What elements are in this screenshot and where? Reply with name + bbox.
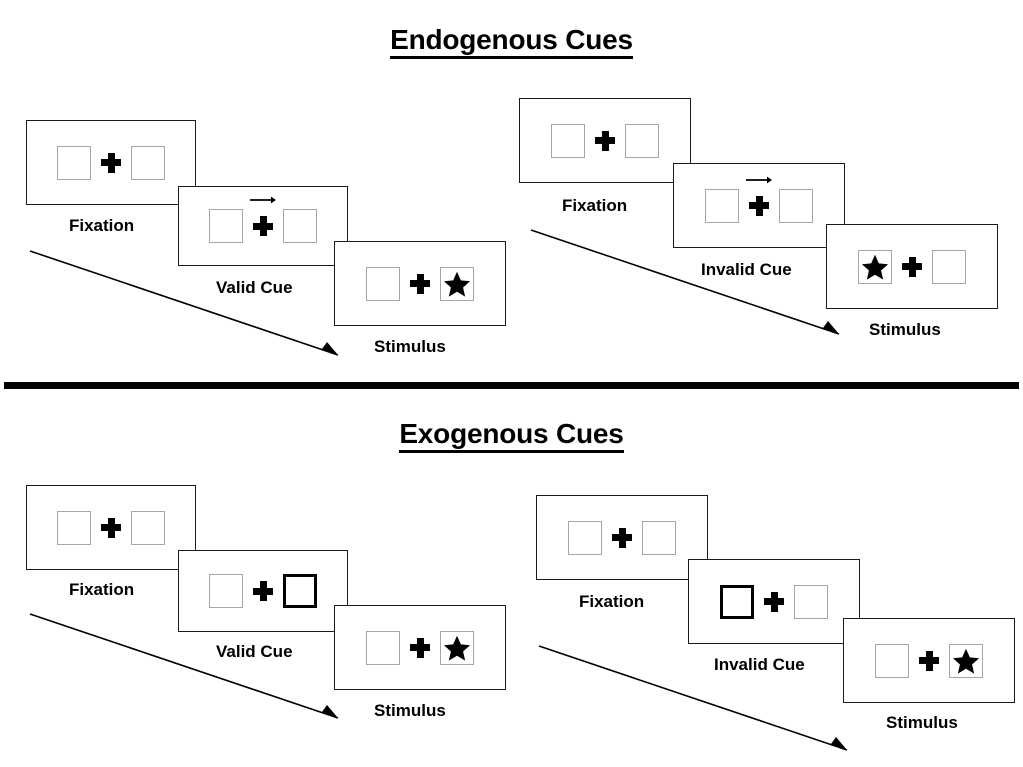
right-box: [794, 584, 828, 619]
frame-content: [720, 584, 828, 619]
fixation-cross-icon: [243, 574, 283, 608]
arrow-right-icon: [746, 176, 772, 183]
right-box: [642, 520, 676, 555]
arrow-right-icon: [250, 196, 276, 204]
frame-content: [209, 196, 317, 243]
left-box-target: [858, 249, 892, 284]
fixation-cross-icon: [754, 585, 794, 619]
left-box: [366, 630, 400, 665]
right-box: [932, 249, 966, 284]
right-box-target: [949, 643, 983, 678]
frame-content: [858, 249, 966, 284]
caption-endogenous-valid-fixation: Fixation: [69, 216, 135, 235]
caption-endogenous-valid-stimulus: Stimulus: [374, 337, 446, 356]
fixation-cross-icon: [400, 631, 440, 665]
left-box: [209, 574, 243, 608]
frame-content: [57, 145, 165, 180]
frame-exogenous-invalid-stimulus: [843, 618, 1015, 703]
fixation-cross-icon: [585, 124, 625, 158]
left-box: [209, 209, 243, 243]
frame-content: [875, 643, 983, 678]
section-title-exogenous-text: Exogenous Cues: [399, 418, 624, 453]
caption-exogenous-invalid-stimulus: Stimulus: [886, 713, 958, 732]
star-icon: [952, 648, 980, 674]
left-box: [705, 188, 739, 223]
time-flow-endogenous-valid: [29, 250, 339, 356]
fixation-cross-icon: [91, 146, 131, 180]
left-box: [57, 145, 91, 180]
time-flow-endogenous-invalid: [530, 229, 840, 335]
section-title-endogenous: Endogenous Cues: [0, 24, 1023, 59]
frame-exogenous-valid-stimulus: [334, 605, 506, 690]
frame-content: [705, 176, 813, 223]
caption-exogenous-invalid-fixation: Fixation: [579, 592, 645, 611]
caption-exogenous-valid-stimulus: Stimulus: [374, 701, 446, 720]
left-box: [551, 123, 585, 158]
star-icon: [443, 635, 471, 661]
frame-endogenous-invalid-fixation: [519, 98, 691, 183]
caption-endogenous-invalid-stimulus: Stimulus: [869, 320, 941, 339]
left-box-cued: [720, 584, 754, 619]
star-icon: [443, 271, 471, 297]
right-box: [283, 209, 317, 243]
caption-exogenous-valid-fixation: Fixation: [69, 580, 135, 599]
frame-endogenous-valid-cue: [178, 186, 348, 266]
caption-endogenous-invalid-fixation: Fixation: [562, 196, 628, 215]
section-title-endogenous-text: Endogenous Cues: [390, 24, 633, 59]
right-box-target: [440, 630, 474, 665]
right-box-target: [440, 266, 474, 301]
left-box: [568, 520, 602, 555]
frame-content: [209, 574, 317, 608]
frame-endogenous-valid-fixation: [26, 120, 196, 205]
fixation-cross-icon: [909, 644, 949, 678]
fixation-cross-icon: [739, 176, 779, 223]
right-box-cued: [283, 574, 317, 608]
frame-content: [568, 520, 676, 555]
right-box: [131, 145, 165, 180]
frame-endogenous-invalid-cue: [673, 163, 845, 248]
fixation-cross-icon: [400, 267, 440, 301]
caption-endogenous-valid-cue: Valid Cue: [216, 278, 293, 297]
left-box: [875, 643, 909, 678]
frame-exogenous-valid-cue: [178, 550, 348, 632]
caption-exogenous-invalid-cue: Invalid Cue: [714, 655, 805, 674]
section-title-exogenous: Exogenous Cues: [0, 418, 1023, 453]
section-divider: [4, 382, 1019, 389]
fixation-cross-icon: [243, 196, 283, 243]
left-box: [366, 266, 400, 301]
frame-exogenous-invalid-cue: [688, 559, 860, 644]
frame-exogenous-valid-fixation: [26, 485, 196, 570]
right-box: [625, 123, 659, 158]
frame-exogenous-invalid-fixation: [536, 495, 708, 580]
time-flow-exogenous-valid: [29, 613, 339, 719]
caption-endogenous-invalid-cue: Invalid Cue: [701, 260, 792, 279]
right-box: [779, 188, 813, 223]
frame-content: [366, 630, 474, 665]
caption-exogenous-valid-cue: Valid Cue: [216, 642, 293, 661]
fixation-cross-icon: [892, 250, 932, 284]
frame-content: [551, 123, 659, 158]
right-box: [131, 510, 165, 545]
left-box: [57, 510, 91, 545]
fixation-cross-icon: [91, 511, 131, 545]
frame-endogenous-invalid-stimulus: [826, 224, 998, 309]
frame-content: [57, 510, 165, 545]
frame-endogenous-valid-stimulus: [334, 241, 506, 326]
frame-content: [366, 266, 474, 301]
time-flow-exogenous-invalid: [538, 645, 848, 751]
star-icon: [861, 254, 889, 280]
fixation-cross-icon: [602, 521, 642, 555]
